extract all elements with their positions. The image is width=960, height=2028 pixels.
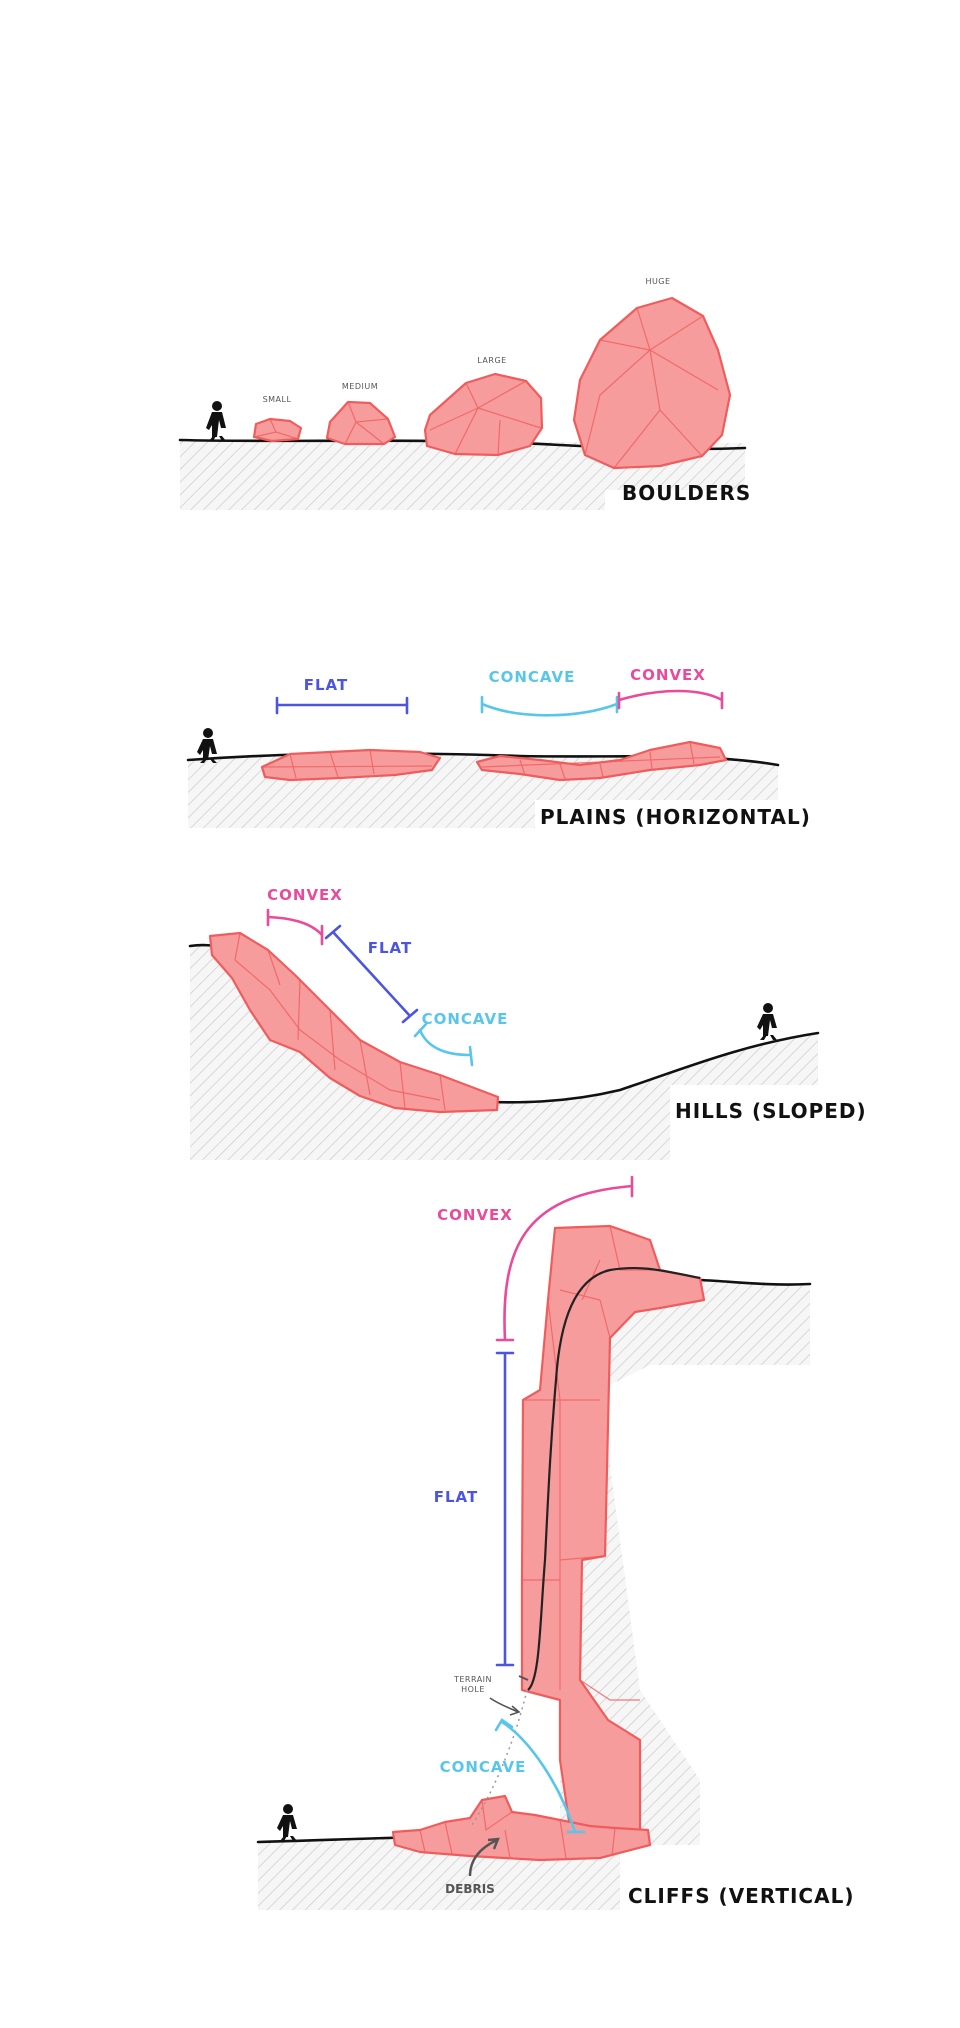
cliffs-ground-hatch: [258, 1278, 810, 1910]
small-label: SMALL: [263, 395, 292, 404]
person-figure: [277, 1804, 297, 1841]
plains-flat-label: FLAT: [304, 676, 348, 694]
boulders-title: BOULDERS: [622, 481, 751, 505]
small-boulder: [252, 417, 303, 443]
plains-flat-bracket: [275, 696, 409, 715]
hills-section: CONVEX FLAT CONCAVE HILLS (SLOPED): [188, 886, 867, 1160]
huge-boulder: [572, 296, 732, 470]
cliffs-ground-line-top: [698, 1278, 812, 1286]
hills-ground-hatch: [190, 944, 818, 1160]
hills-convex-label: CONVEX: [267, 886, 343, 904]
cliff-rock-face: [520, 1224, 706, 1840]
hills-title: HILLS (SLOPED): [675, 1099, 867, 1123]
hills-convex-bracket: [266, 908, 324, 946]
person-figure: [206, 401, 226, 441]
terrain-hole-label-2: HOLE: [461, 1685, 485, 1694]
fall-dotted-line: [469, 1689, 528, 1829]
cliffs-flat-label: FLAT: [434, 1488, 478, 1506]
debris-rocks: [391, 1794, 652, 1862]
hills-flat-bracket: [324, 924, 419, 1024]
plains-flat-rocks: [260, 748, 442, 782]
cliffs-concave-label: CONCAVE: [440, 1758, 527, 1776]
plains-section: FLAT CONCAVE CONVEX PLAINS (HORIZONTAL): [186, 666, 811, 829]
hills-flat-label: FLAT: [368, 939, 412, 957]
huge-label: HUGE: [645, 277, 670, 286]
plains-concave-bracket: [480, 695, 619, 717]
terrain-hole-label: TERRAIN: [453, 1675, 492, 1684]
plains-convex-label: CONVEX: [630, 666, 706, 684]
medium-label: MEDIUM: [342, 382, 378, 391]
hills-concave-label: CONCAVE: [422, 1010, 509, 1028]
medium-boulder: [325, 400, 397, 446]
plains-concave-label: CONCAVE: [489, 668, 576, 686]
person-figure: [197, 728, 217, 763]
cliffs-convex-bracket: [495, 1175, 634, 1342]
terrain-hole-arrow: [489, 1697, 521, 1716]
large-label: LARGE: [477, 356, 506, 365]
cliffs-section: CONVEX FLAT TERRAIN HOLE CONCAVE DEBRIS …: [256, 1175, 854, 1910]
cliffs-flat-bracket: [495, 1351, 515, 1667]
hills-slope-rocks: [208, 931, 500, 1114]
cliffs-concave-bracket: [494, 1718, 586, 1834]
debris-arrow: [468, 1837, 500, 1877]
plains-title: PLAINS (HORIZONTAL): [540, 805, 811, 829]
hills-concave-bracket: [413, 1022, 474, 1067]
plains-concave-convex-rocks: [475, 740, 728, 782]
cliff-surface-line: [527, 1266, 701, 1691]
cliffs-title: CLIFFS (VERTICAL): [628, 1884, 854, 1908]
boulders-section: SMALL MEDIUM LARGE HUGE BOULDERS: [178, 277, 751, 510]
terrain-hole-marker: [518, 1675, 529, 1681]
person-figure: [757, 1003, 777, 1040]
plains-convex-bracket: [617, 689, 724, 710]
debris-label: DEBRIS: [445, 1882, 495, 1896]
large-boulder: [423, 372, 544, 457]
cliffs-convex-label: CONVEX: [437, 1206, 513, 1224]
